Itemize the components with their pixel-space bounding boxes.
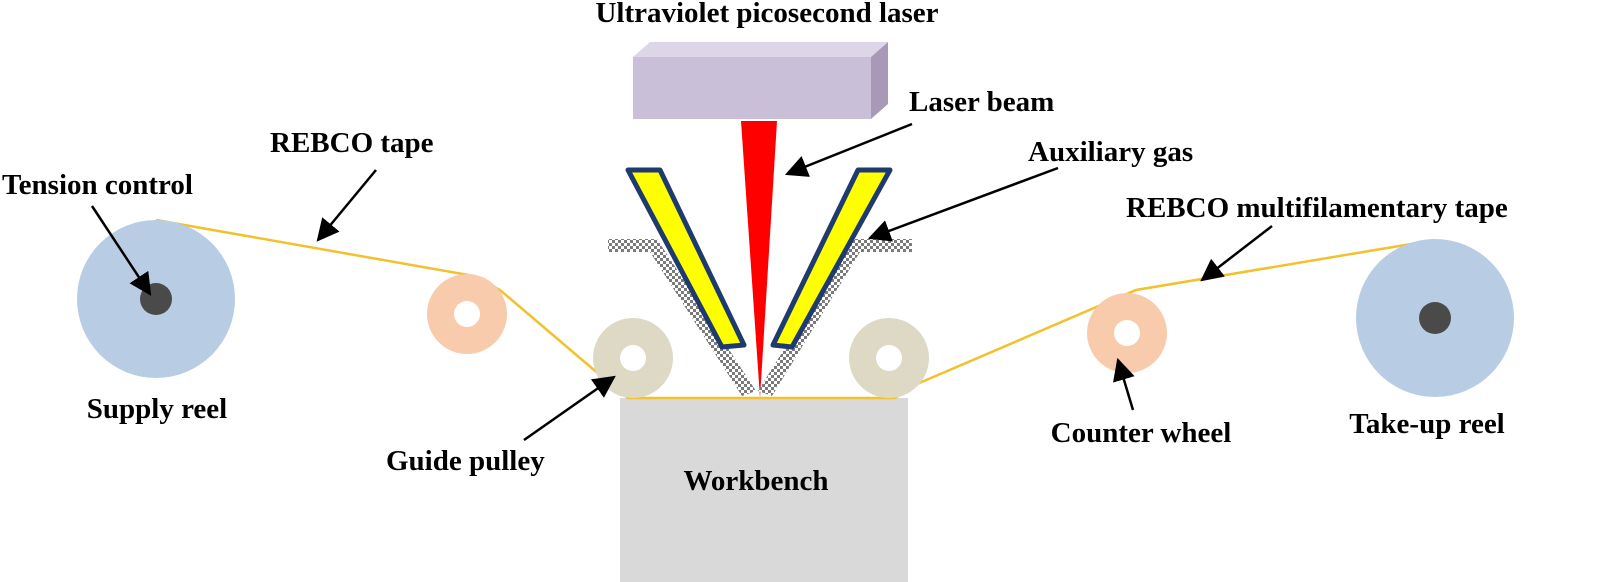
take-up-reel-label: Take-up reel xyxy=(1349,408,1505,440)
laser-box-front xyxy=(633,57,871,119)
auxiliary-gas-arrow xyxy=(867,166,1059,242)
workbench-label: Workbench xyxy=(683,465,828,497)
rebco-multifilamentary-tape-arrow xyxy=(1200,225,1273,282)
laser-box-side xyxy=(871,42,888,119)
laser-source xyxy=(633,42,888,119)
counter-wheel-right-hole xyxy=(1114,320,1140,346)
laser-beam-label: Laser beam xyxy=(909,86,1054,118)
gas-nozzle-right xyxy=(770,167,893,350)
take-up-reel-hub xyxy=(1419,302,1451,334)
rebco-tape-label: REBCO tape xyxy=(270,127,434,159)
counter-wheel-arrow xyxy=(1113,357,1135,411)
laser-beam xyxy=(741,121,777,398)
tension-control-arrow xyxy=(90,205,152,296)
counter-wheel-label: Counter wheel xyxy=(1051,417,1232,449)
supply-reel-label: Supply reel xyxy=(87,393,227,425)
rebco-multifilamentary-tape-label: REBCO multifilamentary tape xyxy=(1126,192,1508,224)
guide-pulley-arrow xyxy=(523,375,616,442)
guide-pulley-right-hole xyxy=(876,345,902,371)
rebco-tape-arrow xyxy=(316,169,377,242)
laser-beam-arrow xyxy=(784,122,913,177)
guide-pulley-label: Guide pulley xyxy=(386,445,545,477)
workbench xyxy=(620,398,908,582)
guide-pulley-left-hole xyxy=(620,345,646,371)
auxiliary-gas-label: Auxiliary gas xyxy=(1028,136,1193,168)
gas-plate-left xyxy=(608,239,756,396)
laser-label: Ultraviolet picosecond laser xyxy=(595,0,938,29)
tension-control-label: Tension control xyxy=(2,169,193,201)
laser-box-top xyxy=(633,42,888,57)
counter-wheel-left-hole xyxy=(454,301,480,327)
gas-nozzle-left xyxy=(625,167,747,350)
